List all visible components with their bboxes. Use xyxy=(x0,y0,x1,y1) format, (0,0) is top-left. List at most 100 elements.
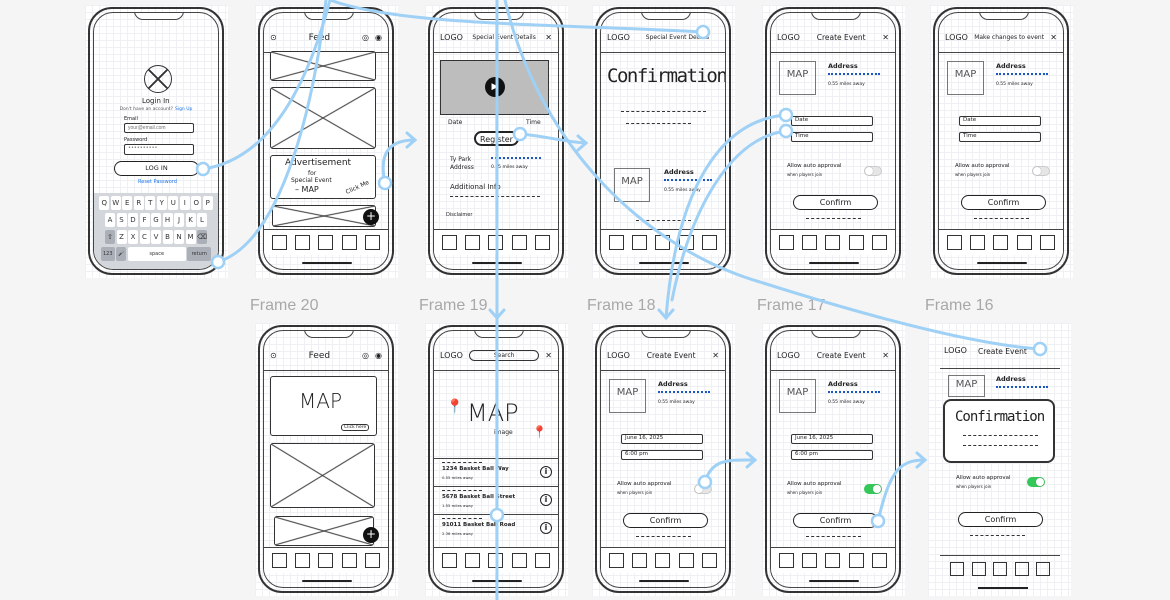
key[interactable]: N xyxy=(174,230,184,244)
key[interactable]: P xyxy=(202,196,213,210)
nav-tab[interactable] xyxy=(1016,235,1032,250)
signup-link[interactable]: Sign Up xyxy=(174,107,193,112)
email-field[interactable] xyxy=(124,123,194,133)
add-icon[interactable]: + xyxy=(363,209,379,225)
auto-approval-toggle[interactable] xyxy=(864,484,882,494)
key[interactable]: F xyxy=(139,213,150,227)
add-icon[interactable]: + xyxy=(363,527,379,543)
nav-tab[interactable] xyxy=(511,235,527,250)
time-field[interactable]: Time xyxy=(959,132,1041,142)
nav-tab[interactable] xyxy=(678,553,694,568)
confirm-button[interactable]: Confirm xyxy=(793,195,878,210)
nav-tab[interactable] xyxy=(993,562,1007,576)
nav-tab[interactable] xyxy=(364,235,380,250)
nav-tab[interactable] xyxy=(488,235,504,250)
nav-tab[interactable] xyxy=(609,235,625,250)
nav-tab[interactable] xyxy=(655,235,671,250)
space-key[interactable]: space xyxy=(127,247,186,261)
nav-tab[interactable] xyxy=(1036,562,1050,576)
auto-approval-toggle[interactable] xyxy=(694,484,712,494)
map-card[interactable]: MAP Click here xyxy=(270,376,377,436)
advertisement-card[interactable]: Advertisement for Special Event – MAP Cl… xyxy=(270,155,376,199)
date-field[interactable]: June 16, 2025 xyxy=(621,434,703,444)
nav-tab[interactable] xyxy=(871,235,887,250)
key[interactable]: T xyxy=(145,196,156,210)
key[interactable]: X xyxy=(128,230,138,244)
nav-tab[interactable] xyxy=(848,553,864,568)
nav-tab[interactable] xyxy=(848,235,864,250)
nav-tab[interactable] xyxy=(950,562,964,576)
key[interactable]: B xyxy=(162,230,173,244)
nav-tab[interactable] xyxy=(511,553,527,568)
key[interactable]: D xyxy=(128,213,138,227)
password-field[interactable]: •••••••••• xyxy=(124,144,194,155)
nav-tab[interactable] xyxy=(802,553,818,568)
nav-tab[interactable] xyxy=(779,235,795,250)
nav-tab[interactable] xyxy=(318,553,334,568)
nav-tab[interactable] xyxy=(465,235,481,250)
return-key[interactable]: return xyxy=(187,247,212,261)
nav-tab[interactable] xyxy=(1014,562,1029,576)
key[interactable]: S xyxy=(116,213,127,227)
video-placeholder[interactable]: ▶ xyxy=(440,60,549,115)
nav-tab[interactable] xyxy=(295,553,311,568)
register-button[interactable]: Register xyxy=(474,131,519,146)
profile-icon[interactable]: ◉ xyxy=(375,33,382,42)
nav-tab[interactable] xyxy=(295,235,311,250)
confirm-button[interactable]: Confirm xyxy=(793,513,878,528)
close-icon[interactable]: ✕ xyxy=(882,351,889,360)
nav-tab[interactable] xyxy=(318,235,334,250)
nav-tab[interactable] xyxy=(341,553,357,568)
key[interactable]: R xyxy=(133,196,144,210)
search-icon[interactable]: ⊙ xyxy=(270,351,277,360)
key[interactable]: E xyxy=(122,196,133,210)
info-icon[interactable]: i xyxy=(540,522,552,534)
date-field[interactable]: June 16, 2025 xyxy=(791,434,873,444)
profile-icon[interactable]: ◉ xyxy=(375,351,382,360)
nav-tab[interactable] xyxy=(701,235,717,250)
key[interactable]: Z xyxy=(116,230,127,244)
nav-tab[interactable] xyxy=(678,235,694,250)
nav-tab[interactable] xyxy=(802,235,818,250)
info-icon[interactable]: i xyxy=(540,494,552,506)
confirm-button[interactable]: Confirm xyxy=(958,512,1043,527)
ad-click-me[interactable]: Click Me xyxy=(344,179,371,196)
search-input[interactable]: Search xyxy=(468,350,540,361)
nav-tab[interactable] xyxy=(442,553,458,568)
shift-key[interactable]: ⇧ xyxy=(105,230,115,244)
close-icon[interactable]: ✕ xyxy=(882,33,889,42)
nav-tab[interactable] xyxy=(632,553,648,568)
nav-tab[interactable] xyxy=(341,235,357,250)
nav-tab[interactable] xyxy=(272,235,288,250)
auto-approval-toggle[interactable] xyxy=(1027,477,1045,487)
nav-tab[interactable] xyxy=(970,235,986,250)
click-here-button[interactable]: Click here xyxy=(341,424,370,431)
nav-tab[interactable] xyxy=(947,235,963,250)
nav-tab[interactable] xyxy=(465,553,481,568)
nav-tab[interactable] xyxy=(701,553,717,568)
key[interactable]: H xyxy=(162,213,173,227)
nav-tab[interactable] xyxy=(534,235,550,250)
key[interactable]: L xyxy=(197,213,207,227)
key[interactable]: U xyxy=(168,196,179,210)
nav-tab[interactable] xyxy=(993,235,1009,250)
time-field[interactable]: 6:00 pm xyxy=(791,450,873,460)
delete-key[interactable]: ⌫ xyxy=(197,230,207,244)
play-icon[interactable]: ▶ xyxy=(485,77,505,97)
nav-tab[interactable] xyxy=(971,562,986,576)
key[interactable]: J xyxy=(174,213,184,227)
login-button[interactable]: LOG IN xyxy=(114,161,199,176)
confirm-button[interactable]: Confirm xyxy=(961,195,1046,210)
nav-tab[interactable] xyxy=(534,553,550,568)
nav-tab[interactable] xyxy=(825,235,841,250)
info-icon[interactable]: i xyxy=(540,466,552,478)
close-icon[interactable]: ✕ xyxy=(712,351,719,360)
auto-approval-toggle[interactable] xyxy=(1032,166,1050,176)
nav-tab[interactable] xyxy=(442,235,458,250)
search-icon[interactable]: ⊙ xyxy=(270,33,277,42)
key[interactable]: I xyxy=(179,196,190,210)
key[interactable]: W xyxy=(110,196,121,210)
nav-tab[interactable] xyxy=(871,553,887,568)
